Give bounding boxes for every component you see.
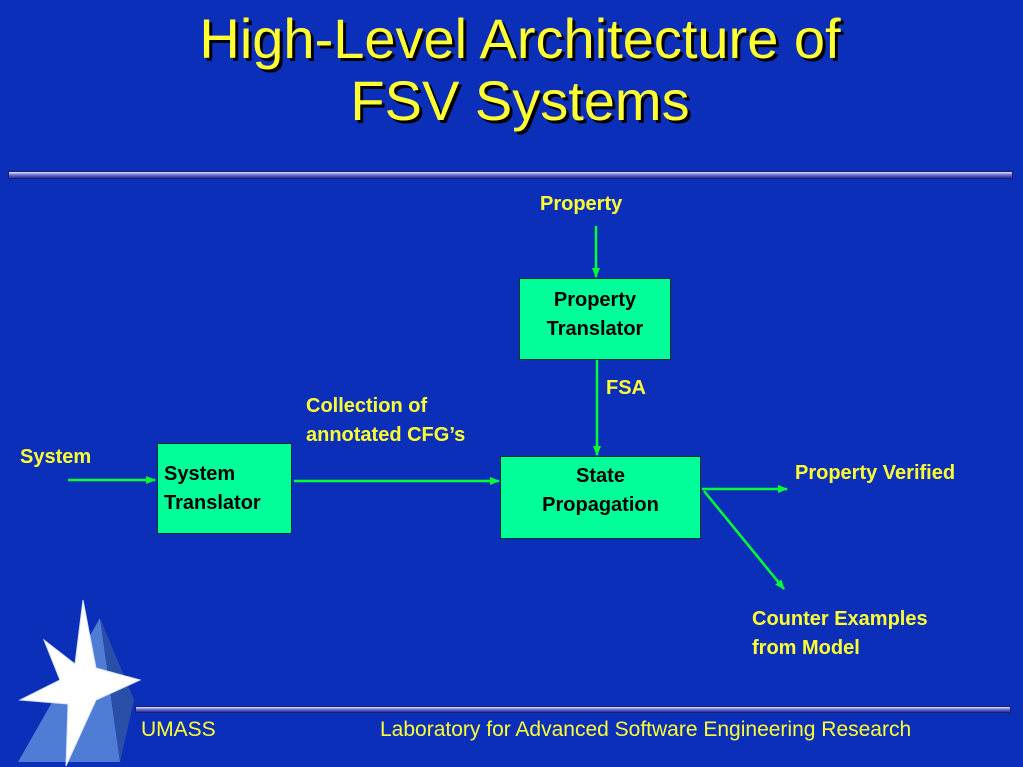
system-input-label: System: [20, 446, 92, 468]
counter-examples-line-2: from Model: [752, 637, 860, 659]
footer-left-text: UMASS: [141, 718, 216, 741]
counter-examples-line-1: Counter Examples: [752, 608, 928, 630]
property-translator-box: Property Translator: [519, 278, 671, 360]
title-divider: [8, 171, 1013, 179]
slide-title: High-Level Architecture of FSV Systems: [60, 8, 980, 132]
property-translator-line-1: Property: [553, 289, 637, 311]
footer-right-text: Laboratory for Advanced Software Enginee…: [380, 718, 912, 741]
state-propagation-box: State Propagation: [500, 456, 701, 539]
property-translator-line-2: Translator: [546, 318, 644, 340]
arrow-to-counter-examples: [703, 490, 785, 590]
state-propagation-line-2: Propagation: [542, 494, 659, 516]
title-line-2: FSV Systems: [350, 69, 690, 132]
title-line-1: High-Level Architecture of: [199, 7, 841, 70]
system-translator-line-1: System: [164, 463, 236, 485]
counter-examples-label: Counter Examples from Model: [752, 605, 928, 663]
property-verified-label: Property Verified: [795, 462, 956, 484]
system-translator-line-2: Translator: [164, 492, 261, 514]
collection-line-2: annotated CFG’s: [306, 424, 466, 446]
collection-label: Collection of annotated CFG’s: [306, 392, 465, 450]
collection-line-1: Collection of: [306, 395, 428, 417]
umass-star-logo: [18, 599, 142, 767]
system-translator-box: System Translator: [157, 443, 292, 534]
property-input-label: Property: [540, 193, 623, 215]
fsa-label: FSA: [606, 377, 646, 399]
state-propagation-line-1: State: [576, 465, 625, 487]
footer-divider: [135, 706, 1011, 713]
